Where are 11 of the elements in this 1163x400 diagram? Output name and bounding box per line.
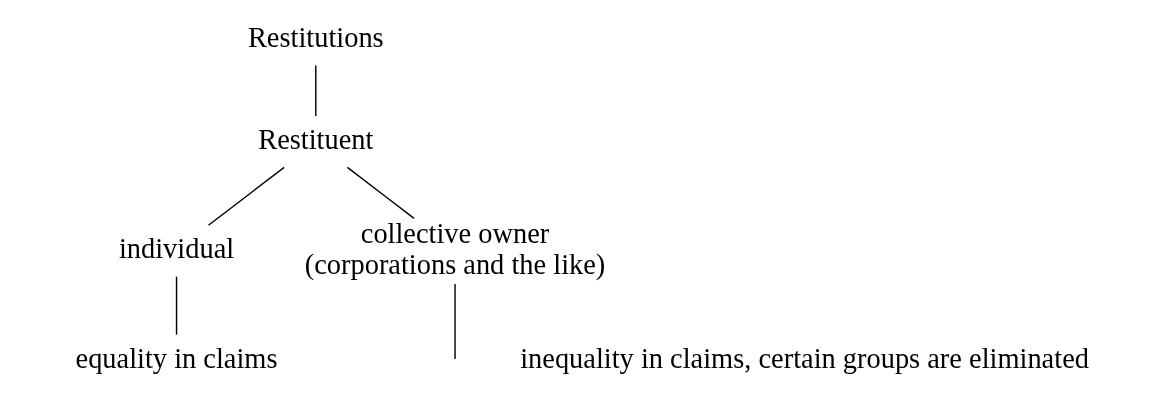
connector [346, 166, 415, 220]
connector [207, 166, 285, 226]
node-text: Restitutions [247, 21, 384, 53]
node-text: collective owner (corporations and the like) [304, 217, 606, 280]
node-text: inequality in claims, certain groups are eliminated [520, 342, 1089, 374]
connector [454, 283, 456, 360]
connector [315, 64, 317, 117]
connector [175, 276, 178, 336]
node-text: individual [118, 233, 235, 265]
node-text: Restituent [258, 123, 374, 155]
node-text: equality in claims [75, 342, 278, 374]
